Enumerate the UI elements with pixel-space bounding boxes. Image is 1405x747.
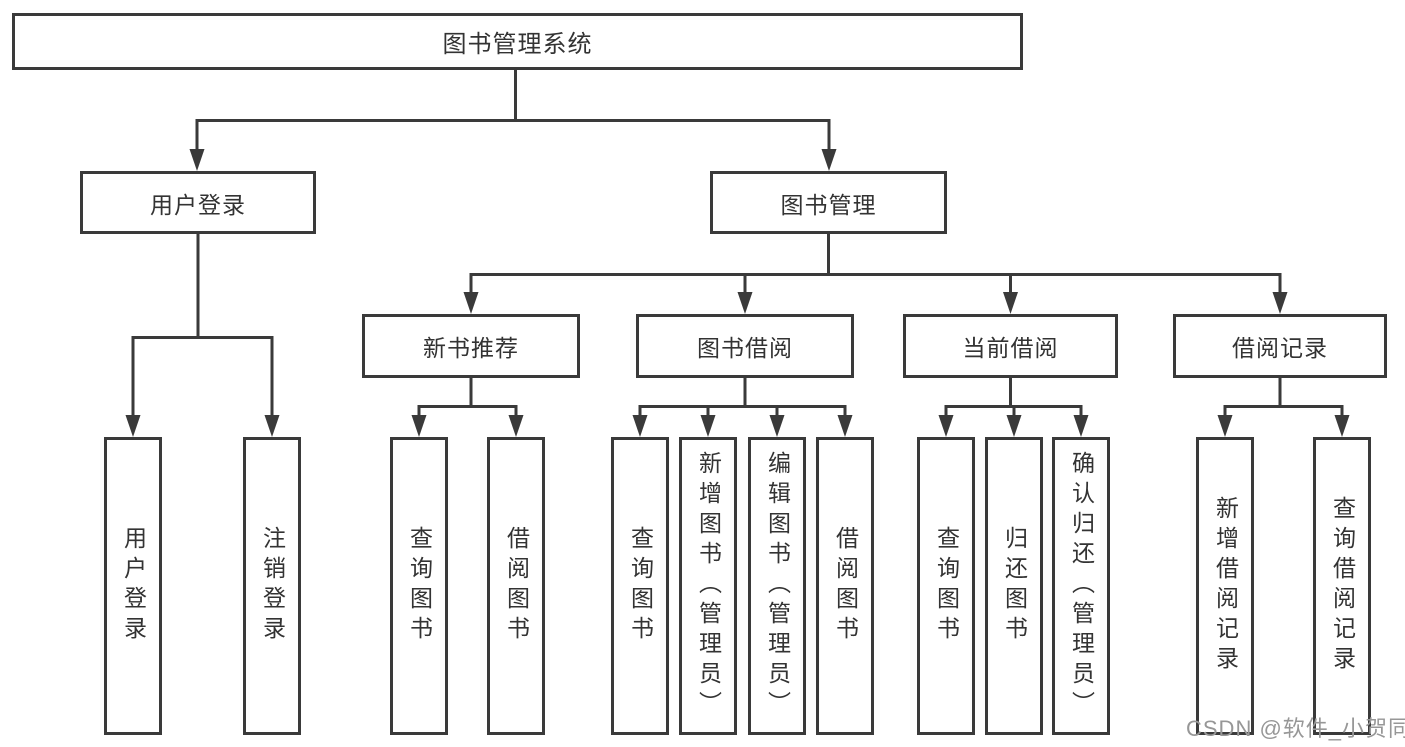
leaf-label: 查询图书 [406,526,433,646]
connector-current-borrow-to-leaves [944,378,1083,417]
node-current-borrowing: 当前借阅 [903,314,1118,378]
csdn-watermark: CSDN @软件_小贺同学 [1186,716,1405,741]
leaf-label: 查询图书 [627,526,654,646]
node-library-management-system: 图书管理系统 [12,13,1023,70]
leaf-query-borrow-record: 查询借阅记录 [1313,437,1371,735]
leaf-label: 归还图书 [1001,526,1028,646]
connector-user-login-to-leaves [131,234,274,417]
leaf-label: 查询图书 [933,526,960,646]
arrowheads [125,149,1350,437]
leaf-edit-books-admin: 编辑图书（管理员） [748,437,806,735]
node-new-book-recommendation: 新书推荐 [362,314,580,378]
leaf-return-books: 归还图书 [985,437,1043,735]
leaf-label: 编辑图书（管理员） [764,451,791,721]
leaf-label: 新增借阅记录 [1212,496,1239,676]
leaf-label: 查询借阅记录 [1329,496,1356,676]
connector-borrow-records-to-leaves [1223,378,1344,417]
leaf-borrow-books: 借阅图书 [816,437,874,735]
leaf-label: 借阅图书 [832,526,859,646]
connector-book-management-to-level3 [469,234,1282,294]
leaf-add-borrow-record: 新增借阅记录 [1196,437,1254,735]
node-book-borrowing: 图书借阅 [636,314,854,378]
connector-book-borrow-to-leaves [638,378,847,417]
leaf-label: 借阅图书 [503,526,530,646]
leaf-user-login: 用户登录 [104,437,162,735]
leaf-query-books-current: 查询图书 [917,437,975,735]
node-book-management: 图书管理 [710,171,947,234]
connector-new-book-to-leaves [417,378,518,417]
leaf-query-books-recommend: 查询图书 [390,437,448,735]
leaf-label: 用户登录 [120,526,147,646]
leaf-borrow-books-recommend: 借阅图书 [487,437,545,735]
node-user-login: 用户登录 [80,171,316,234]
connector-root-to-level2 [195,70,831,150]
leaf-add-books-admin: 新增图书（管理员） [679,437,737,735]
leaf-logout: 注销登录 [243,437,301,735]
leaf-label: 新增图书（管理员） [695,451,722,721]
leaf-query-books-borrowing: 查询图书 [611,437,669,735]
leaf-confirm-return-admin: 确认归还（管理员） [1052,437,1110,735]
leaf-label: 注销登录 [259,526,286,646]
leaf-label: 确认归还（管理员） [1068,451,1095,721]
node-borrowing-records: 借阅记录 [1173,314,1387,378]
